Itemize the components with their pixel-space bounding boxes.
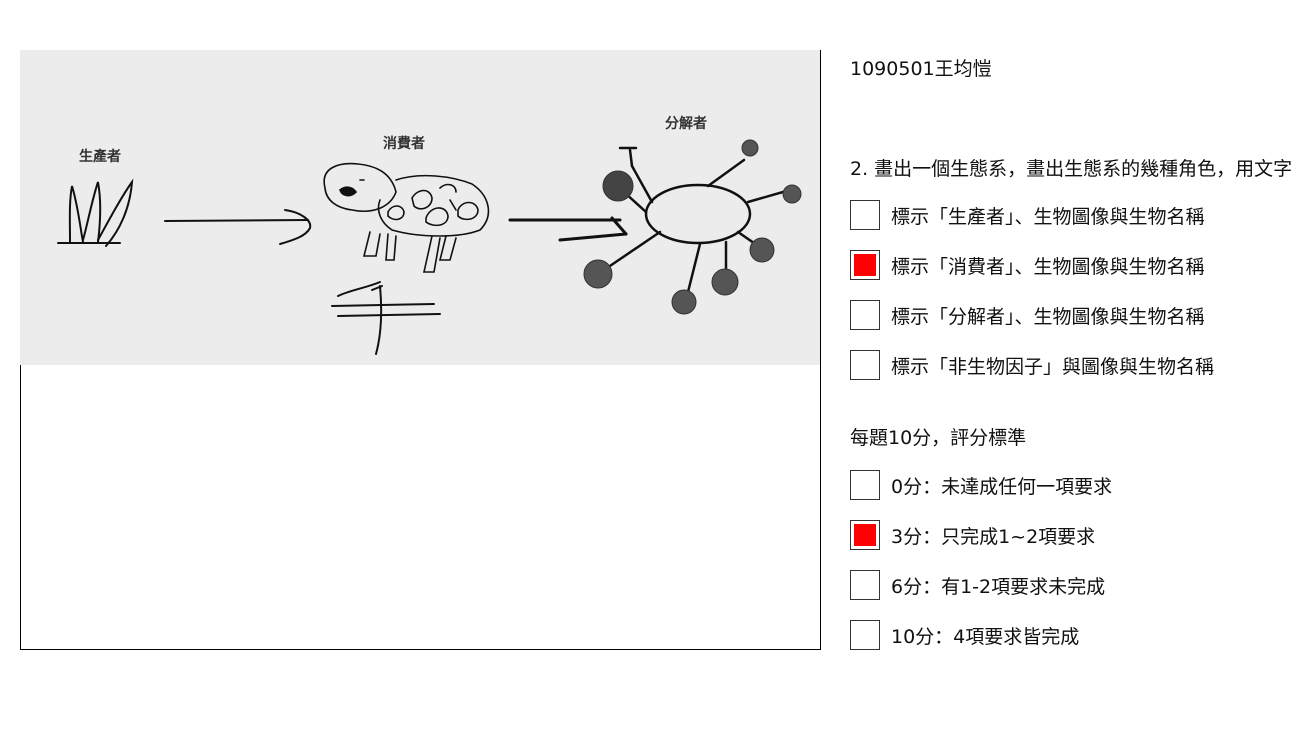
arrow-producer-to-consumer: [164, 209, 312, 245]
microbe-drawing: [602, 146, 792, 302]
decomposer-label: 分解者: [665, 116, 707, 132]
score-label: 10分：4項要求皆完成: [891, 625, 1080, 648]
student-drawing: 生產者 消費者 分解者: [20, 50, 820, 365]
requirement-abiotic[interactable]: 標示「非生物因子」與圖像與生物名稱: [850, 349, 1214, 381]
score-option-0[interactable]: 0分：未達成任何一項要求: [850, 469, 1112, 501]
plant-sketch: [331, 281, 441, 355]
score-label: 6分：有1-2項要求未完成: [891, 575, 1106, 598]
score-checkbox[interactable]: [850, 520, 880, 550]
requirement-producer[interactable]: 標示「生產者」、生物圖像與生物名稱: [850, 199, 1205, 231]
requirement-label: 標示「分解者」、生物圖像與生物名稱: [891, 305, 1205, 328]
question-text: 2. 畫出一個生態系，畫出生態系的幾種角色，用文字: [850, 158, 1293, 180]
requirement-label: 標示「非生物因子」與圖像與生物名稱: [891, 355, 1215, 378]
score-label: 3分：只完成1~2項要求: [891, 525, 1096, 548]
requirement-checkbox[interactable]: [850, 350, 880, 380]
score-checkbox[interactable]: [850, 620, 880, 650]
score-checkbox[interactable]: [850, 570, 880, 600]
scoring-title: 每題10分，評分標準: [850, 427, 1027, 449]
producer-label: 生產者: [79, 149, 121, 165]
score-option-10[interactable]: 10分：4項要求皆完成: [850, 619, 1079, 651]
cow-drawing: [323, 162, 490, 273]
requirement-checkbox[interactable]: [850, 300, 880, 330]
arrow-consumer-to-decomposer: [508, 216, 628, 242]
score-option-3[interactable]: 3分：只完成1~2項要求: [850, 519, 1095, 551]
requirement-consumer[interactable]: 標示「消費者」、生物圖像與生物名稱: [850, 249, 1205, 281]
score-checkbox[interactable]: [850, 470, 880, 500]
consumer-label: 消費者: [383, 136, 425, 152]
requirement-label: 標示「消費者」、生物圖像與生物名稱: [891, 255, 1205, 278]
score-label: 0分：未達成任何一項要求: [891, 475, 1113, 498]
requirement-decomposer[interactable]: 標示「分解者」、生物圖像與生物名稱: [850, 299, 1205, 331]
requirement-checkbox[interactable]: [850, 250, 880, 280]
score-option-6[interactable]: 6分：有1-2項要求未完成: [850, 569, 1105, 601]
requirement-label: 標示「生產者」、生物圖像與生物名稱: [891, 205, 1205, 228]
microbe-spores: [583, 139, 802, 315]
requirement-checkbox[interactable]: [850, 200, 880, 230]
student-name: 1090501王均愷: [850, 58, 992, 80]
ecosystem-sketch: [57, 139, 802, 355]
grading-panel: 1090501王均愷 2. 畫出一個生態系，畫出生態系的幾種角色，用文字 標示「…: [850, 0, 1300, 750]
grass-drawing: [57, 178, 134, 247]
